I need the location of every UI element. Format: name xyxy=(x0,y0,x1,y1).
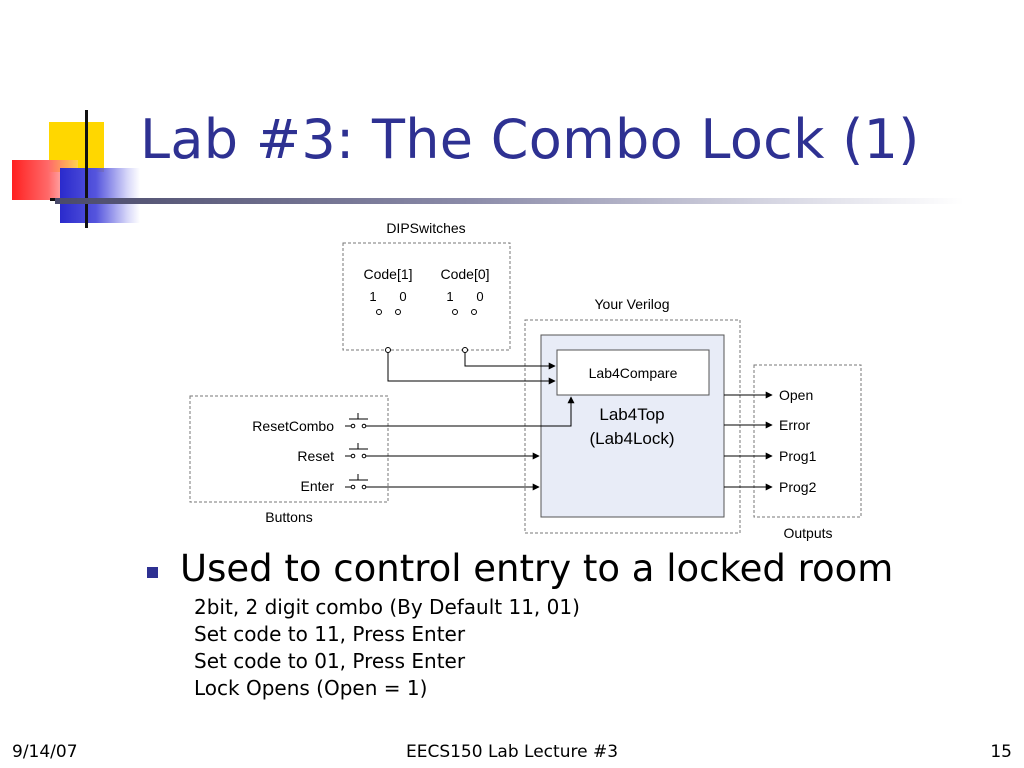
code0-bit1-label: 1 xyxy=(446,289,453,304)
outputs-box xyxy=(753,364,862,518)
footer-title: EECS150 Lab Lecture #3 xyxy=(405,742,619,762)
title-decoration-vertical-line xyxy=(85,110,88,228)
dip-switches-box xyxy=(342,242,511,351)
title-decoration-blue xyxy=(60,168,140,223)
code0-output-node xyxy=(462,347,468,353)
sub-bullet-1: 2bit, 2 digit combo (By Default 11, 01) xyxy=(194,595,580,619)
wire-resetcombo-to-compare xyxy=(366,396,575,427)
code1-bit0-label: 0 xyxy=(399,289,406,304)
lab4top-sublabel: (Lab4Lock) xyxy=(589,429,674,448)
footer-date: 9/14/07 xyxy=(12,742,78,762)
code0-contact-0 xyxy=(471,309,477,315)
wire-code1-to-compare xyxy=(387,352,556,385)
title-underline xyxy=(55,198,964,204)
verilog-label: Your Verilog xyxy=(595,296,670,312)
lab4compare-label: Lab4Compare xyxy=(589,365,678,381)
bullet-main-text: Used to control entry to a locked room xyxy=(180,547,894,590)
pushbutton-reset-icon xyxy=(345,443,368,459)
code0-contact-1 xyxy=(452,309,458,315)
output-prog2-label: Prog2 xyxy=(779,479,817,495)
slide-title: Lab #3: The Combo Lock (1) xyxy=(140,108,920,171)
button-enter-label: Enter xyxy=(301,478,335,494)
buttons-box xyxy=(189,395,389,503)
sub-bullet-4: Lock Opens (Open = 1) xyxy=(194,676,428,700)
code0-label: Code[0] xyxy=(440,266,489,282)
pushbutton-enter-icon xyxy=(345,474,368,490)
dip-switches-label: DIPSwitches xyxy=(386,220,465,236)
button-resetcombo-label: ResetCombo xyxy=(252,418,334,434)
footer-page-number: 15 xyxy=(990,742,1012,762)
code1-bit1-label: 1 xyxy=(369,289,376,304)
code1-output-node xyxy=(385,347,391,353)
code1-label: Code[1] xyxy=(363,266,412,282)
output-error-label: Error xyxy=(779,417,810,433)
pushbutton-resetcombo-icon xyxy=(345,413,368,429)
bullet-square-icon xyxy=(147,567,158,578)
verilog-box xyxy=(524,319,741,534)
buttons-label: Buttons xyxy=(265,509,312,525)
outputs-label: Outputs xyxy=(783,525,832,541)
code0-bit0-label: 0 xyxy=(476,289,483,304)
sub-bullet-3: Set code to 01, Press Enter xyxy=(194,649,466,673)
wire-code0-to-compare xyxy=(464,352,556,370)
button-reset-label: Reset xyxy=(297,448,334,464)
lab4compare-block xyxy=(556,349,710,396)
output-prog1-label: Prog1 xyxy=(779,448,817,464)
code1-contact-1 xyxy=(376,309,382,315)
code1-contact-0 xyxy=(395,309,401,315)
lab4top-label: Lab4Top xyxy=(599,405,664,424)
sub-bullet-2: Set code to 11, Press Enter xyxy=(194,622,466,646)
output-open-label: Open xyxy=(779,387,813,403)
